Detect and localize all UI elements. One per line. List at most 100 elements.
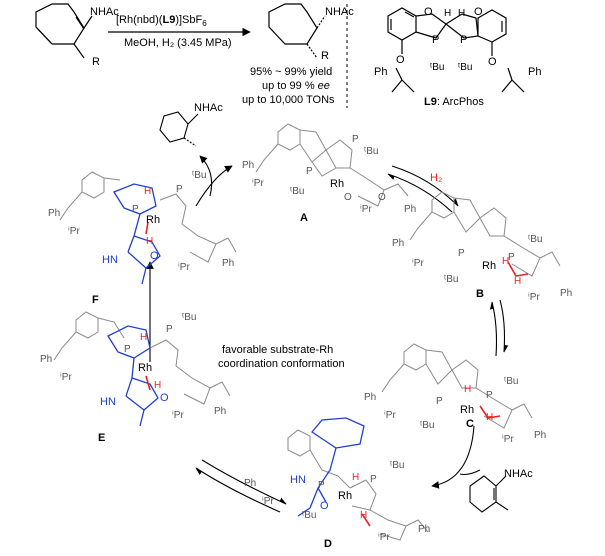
f-ipr1: ⁱPr: [68, 226, 80, 237]
f-tbu1: ᵗBu: [192, 170, 207, 181]
ee-label: up to 99 % ee: [262, 80, 330, 92]
yield-label: 95% ~ 99% yield: [250, 66, 333, 78]
ligand-p1: P: [432, 34, 440, 46]
a-id: A: [300, 212, 308, 224]
e-hn: HN: [100, 396, 116, 408]
ligand-structure: [387, 7, 525, 93]
d-ipr2: ⁱPr: [378, 532, 390, 543]
a-o1: O: [344, 192, 352, 203]
intermediate-c-structure: [381, 343, 533, 429]
a-ipr1: ⁱPr: [252, 178, 264, 189]
catalyst-subscript: 6: [202, 19, 207, 29]
e-ipr1: ⁱPr: [60, 372, 72, 383]
ligand-tbu1: ᵗBu: [430, 62, 445, 73]
cycle-product-structure: [159, 111, 199, 147]
product-r-label: R: [321, 50, 329, 62]
d-hn: HN: [290, 474, 306, 486]
b-id: B: [476, 288, 484, 300]
ee-prefix: up to 99 %: [262, 80, 315, 92]
top-substrate-structure: [35, 3, 93, 59]
a-ph1: Ph: [242, 160, 255, 171]
e-id: E: [98, 432, 106, 444]
b-ph2: Ph: [560, 288, 573, 299]
ligand-p2: P: [460, 34, 468, 46]
f-hn: HN: [102, 254, 118, 266]
substrate-nhac-label: NHAc: [90, 6, 119, 18]
d-h1: H: [352, 472, 360, 483]
c-tbu2: ᵗBu: [504, 376, 519, 387]
e-ph2: Ph: [214, 406, 227, 417]
f-ipr2: ⁱPr: [178, 262, 190, 273]
c-ph2: Ph: [534, 430, 547, 441]
e-p2: P: [166, 324, 173, 335]
tons-label: up to 10,000 TONs: [242, 94, 335, 106]
b-tbu1: ᵗBu: [444, 274, 459, 285]
ligand-name-bold: L9: [424, 96, 437, 108]
product-nhac-label: NHAc: [325, 6, 354, 18]
intermediate-d-substrate: [297, 417, 365, 517]
ligand-o3: O: [396, 54, 405, 66]
intermediate-e-substrate: [107, 325, 159, 427]
e-tbu1: ᵗBu: [182, 312, 197, 323]
b-h2: H: [514, 276, 522, 287]
b-ph1: Ph: [392, 238, 405, 249]
f-h1: H: [144, 186, 152, 197]
c-ipr2: ⁱPr: [502, 434, 514, 445]
c-h1: H: [464, 384, 472, 395]
ligand-name: L9: ArcPhos: [424, 96, 484, 108]
d-tbu2: ᵗBu: [390, 460, 405, 471]
e-ph1: Ph: [40, 354, 53, 365]
d-ph2: Ph: [418, 524, 431, 535]
b-ipr2: ⁱPr: [528, 292, 540, 303]
ligand-o1: O: [424, 6, 433, 18]
ligand-tbu2: ᵗBu: [458, 62, 473, 73]
f-id: F: [92, 294, 99, 306]
a-tbu1: ᵗBu: [290, 186, 305, 197]
cycle-product-nhac: NHAc: [194, 102, 223, 114]
ligand-ph1: Ph: [374, 66, 388, 78]
catalyst-ligand: L9: [162, 14, 176, 26]
b-ipr1: ⁱPr: [412, 258, 424, 269]
catalyst-pre: [Rh(nbd)(: [116, 14, 163, 26]
f-ph2: Ph: [222, 258, 235, 269]
c-tbu1: ᵗBu: [420, 420, 435, 431]
conditions-label: MeOH, H₂ (3.45 MPa): [124, 37, 232, 49]
b-tbu2: ᵗBu: [528, 234, 543, 245]
f-p2: P: [176, 184, 183, 195]
f-o: O: [150, 250, 159, 262]
h2-label: H₂: [430, 172, 443, 184]
catalyst-post: )]SbF: [175, 14, 203, 26]
d-id: D: [324, 538, 332, 550]
e-rh: Rh: [138, 362, 153, 374]
top-product-structure: [268, 3, 326, 59]
d-p1: P: [318, 480, 325, 491]
f-p1: P: [132, 204, 139, 215]
f-ph1: Ph: [48, 208, 61, 219]
e-o: O: [160, 392, 169, 404]
ligand-h2: H: [458, 8, 466, 19]
center-text-1: favorable substrate-Rh: [222, 344, 334, 356]
c-ph1: Ph: [364, 392, 377, 403]
c-id: C: [466, 418, 474, 430]
a-ipr2: ⁱPr: [360, 204, 372, 215]
a-o2: O: [378, 192, 386, 203]
a-tbu2: ᵗBu: [364, 146, 379, 157]
incoming-substrate-nhac: NHAc: [504, 468, 533, 480]
a-p1: P: [306, 166, 313, 177]
cycle-arrows: [146, 155, 509, 513]
intermediate-a-structure: [255, 123, 409, 207]
e-ipr2: ⁱPr: [172, 410, 184, 421]
e-p1: P: [124, 344, 131, 355]
e-h1: H: [140, 332, 148, 343]
b-h1: H: [502, 256, 510, 267]
d-ph1: Ph: [244, 478, 257, 489]
b-p1: P: [458, 248, 465, 259]
a-rh: Rh: [330, 178, 345, 190]
intermediate-b-structure: [409, 191, 561, 277]
ligand-name-rest: : ArcPhos: [436, 96, 484, 108]
ligand-o2: O: [474, 6, 483, 18]
ligand-h1: H: [444, 8, 452, 19]
c-h2: H: [486, 412, 494, 423]
f-h2: H: [146, 236, 154, 247]
